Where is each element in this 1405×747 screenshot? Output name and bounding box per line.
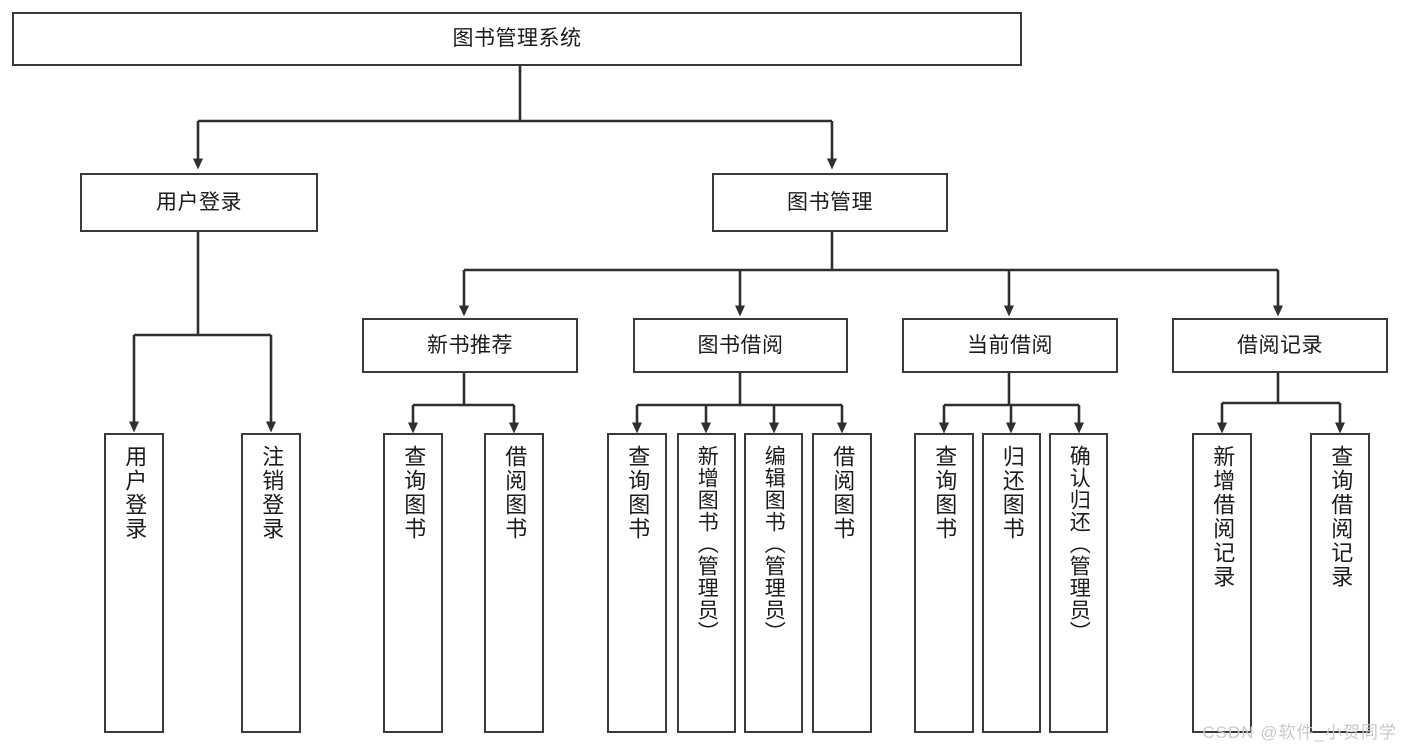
leaf-login-user-login-label: 用户登录 bbox=[122, 445, 148, 541]
leaf-current-confirm-return-admin-label: 确认归还（管理员） bbox=[1067, 445, 1091, 643]
leaf-borrow-query-book[interactable]: 查询图书 bbox=[607, 433, 667, 733]
node-book-borrow-label: 图书借阅 bbox=[697, 333, 784, 357]
node-book-management[interactable]: 图书管理 bbox=[712, 173, 948, 232]
leaf-login-user-login[interactable]: 用户登录 bbox=[104, 433, 164, 733]
node-user-login[interactable]: 用户登录 bbox=[80, 173, 318, 232]
leaf-newbook-query-book[interactable]: 查询图书 bbox=[383, 433, 443, 733]
leaf-records-add-record-label: 新增借阅记录 bbox=[1210, 445, 1236, 589]
leaf-current-confirm-return-admin[interactable]: 确认归还（管理员） bbox=[1049, 433, 1108, 733]
node-current-borrow[interactable]: 当前借阅 bbox=[902, 318, 1118, 373]
node-borrow-records-label: 借阅记录 bbox=[1237, 333, 1323, 357]
leaf-borrow-borrow-book[interactable]: 借阅图书 bbox=[812, 433, 872, 733]
node-borrow-records[interactable]: 借阅记录 bbox=[1172, 318, 1388, 373]
node-root-label: 图书管理系统 bbox=[452, 27, 582, 51]
leaf-login-logout-label: 注销登录 bbox=[259, 445, 285, 541]
leaf-borrow-borrow-book-label: 借阅图书 bbox=[830, 445, 856, 541]
leaf-current-query-book[interactable]: 查询图书 bbox=[914, 433, 974, 733]
node-book-management-label: 图书管理 bbox=[787, 190, 873, 214]
leaf-borrow-add-book-admin[interactable]: 新增图书（管理员） bbox=[677, 433, 736, 733]
leaf-current-query-book-label: 查询图书 bbox=[932, 445, 958, 541]
node-user-login-label: 用户登录 bbox=[156, 190, 242, 214]
leaf-borrow-query-book-label: 查询图书 bbox=[625, 445, 651, 541]
leaf-newbook-query-book-label: 查询图书 bbox=[401, 445, 427, 541]
leaf-records-query-record-label: 查询借阅记录 bbox=[1328, 445, 1354, 589]
node-book-borrow[interactable]: 图书借阅 bbox=[633, 318, 848, 373]
leaf-newbook-borrow-book-label: 借阅图书 bbox=[502, 445, 528, 541]
node-root[interactable]: 图书管理系统 bbox=[12, 12, 1022, 66]
leaf-borrow-edit-book-admin[interactable]: 编辑图书（管理员） bbox=[744, 433, 803, 733]
leaf-borrow-edit-book-admin-label: 编辑图书（管理员） bbox=[762, 445, 786, 643]
node-new-book-recommend-label: 新书推荐 bbox=[427, 333, 513, 357]
csdn-watermark: CSDN @软件_小贺同学 bbox=[1202, 723, 1397, 742]
leaf-current-return-book[interactable]: 归还图书 bbox=[982, 433, 1041, 733]
leaf-records-query-record[interactable]: 查询借阅记录 bbox=[1310, 433, 1370, 733]
node-current-borrow-label: 当前借阅 bbox=[967, 333, 1053, 357]
leaf-current-return-book-label: 归还图书 bbox=[999, 445, 1025, 541]
node-new-book-recommend[interactable]: 新书推荐 bbox=[362, 318, 578, 373]
leaf-records-add-record[interactable]: 新增借阅记录 bbox=[1192, 433, 1252, 733]
leaf-login-logout[interactable]: 注销登录 bbox=[241, 433, 301, 733]
leaf-borrow-add-book-admin-label: 新增图书（管理员） bbox=[695, 445, 719, 643]
leaf-newbook-borrow-book[interactable]: 借阅图书 bbox=[484, 433, 544, 733]
